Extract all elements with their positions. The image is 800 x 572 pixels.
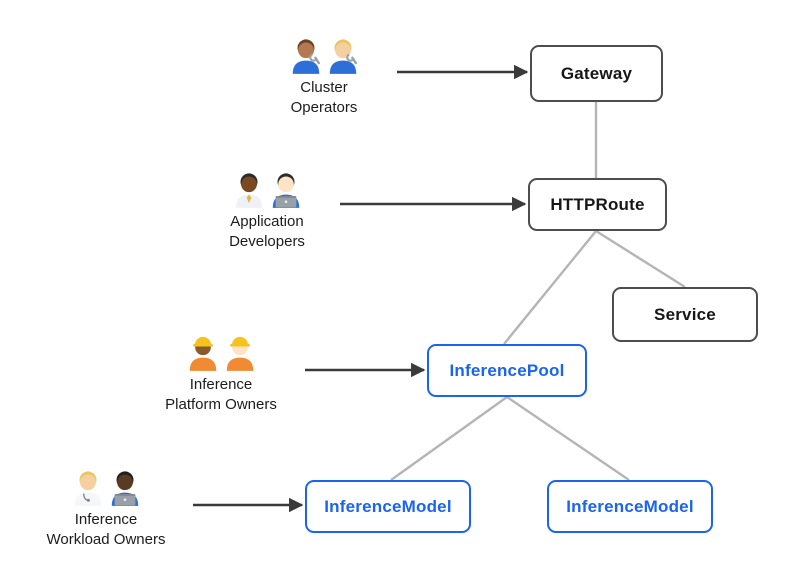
persona-label-line: Cluster: [300, 79, 348, 96]
node-label: HTTPRoute: [550, 194, 645, 214]
man-mechanic-emoji: [292, 39, 320, 74]
node-inferencemodel-1: InferenceModel: [305, 480, 471, 533]
persona-label-line: Platform Owners: [165, 395, 277, 413]
node-httproute: HTTPRoute: [528, 178, 667, 231]
persona-icons: [186, 333, 257, 371]
woman-mechanic-emoji: [329, 39, 357, 74]
node-label: Gateway: [560, 63, 633, 83]
edge-httproute-to-service: [595, 229, 686, 289]
persona-label-line: Developers: [229, 232, 305, 250]
persona-label-line: Application: [230, 213, 304, 230]
persona-label-line: Inference: [189, 376, 253, 393]
node-label: InferencePool: [449, 360, 565, 380]
node-label: InferenceModel: [324, 496, 452, 516]
node-gateway: Gateway: [530, 45, 663, 102]
persona-label-line: Inference: [74, 511, 138, 528]
persona-icons: [289, 36, 360, 74]
edge-inferencepool-to-inferencemodel-2: [506, 396, 630, 481]
persona-label-line: Workload Owners: [46, 530, 166, 548]
health-worker-emoji: [74, 471, 101, 506]
woman-technologist-emoji: [272, 173, 299, 208]
edge-httproute-to-inferencepool: [503, 230, 597, 345]
node-label: InferenceModel: [566, 496, 694, 516]
node-inferencemodel-2: InferenceModel: [547, 480, 713, 533]
persona-label-line: Operators: [290, 98, 358, 116]
man-office-worker-emoji: [235, 173, 262, 208]
node-service: Service: [612, 287, 758, 342]
edge-inferencepool-to-inferencemodel-1: [390, 396, 508, 481]
persona-icons: [71, 468, 142, 506]
woman-construction-worker-emoji: [189, 336, 216, 371]
node-label: Service: [654, 304, 716, 324]
node-inferencepool: InferencePool: [427, 344, 587, 397]
persona-icons: [232, 170, 303, 208]
man-construction-worker-emoji: [226, 336, 253, 371]
man-technologist-emoji: [111, 471, 138, 506]
